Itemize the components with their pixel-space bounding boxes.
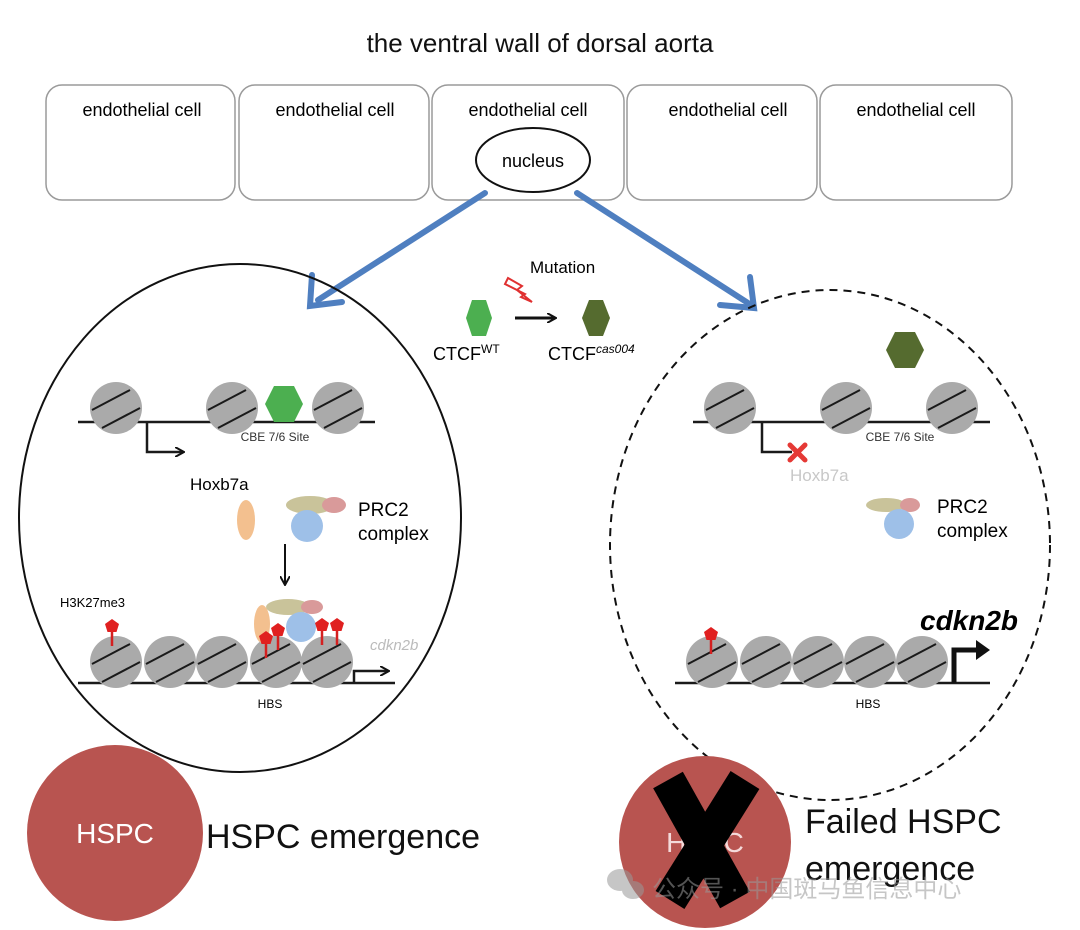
nucleosome: [703, 381, 757, 435]
blocked-x-icon: [787, 442, 808, 463]
prc2-subunit: [291, 510, 323, 542]
hbs-label: HBS: [258, 697, 283, 711]
cdkn2b-arrowhead: [976, 640, 990, 660]
nucleosome: [819, 381, 873, 435]
prc2-label: PRC2: [358, 500, 409, 521]
wildtype-circle: [18, 263, 462, 773]
watermark: 公众号 · 中国斑马鱼信息中心: [607, 869, 961, 903]
arrow-left-head: [306, 272, 345, 310]
nucleosome: [791, 635, 845, 689]
ctcf-mutant-label: CTCFcas004: [548, 342, 635, 364]
cdkn2b-promoter-arrow: [352, 671, 388, 683]
cell-label: endothelial cell: [82, 100, 201, 120]
nucleosome: [311, 381, 365, 435]
lightning-icon: [503, 276, 533, 303]
ctcf-mutant-hexagon: [582, 300, 610, 336]
endothelial-cell: [626, 84, 818, 201]
wildtype-panel: CBE 7/6 Site Hoxb7a PRC2 complex H3K27me…: [18, 263, 462, 773]
mutation-legend: Mutation CTCFWT CTCFcas004: [433, 258, 635, 364]
outcome-label: Failed HSPC: [805, 803, 1002, 841]
cell-label: endothelial cell: [668, 100, 787, 120]
hspc-circle: [27, 745, 203, 921]
cell-label: endothelial cell: [275, 100, 394, 120]
cdkn2b-promoter-arrow: [951, 647, 978, 683]
hspc-outcome: HSPC HSPC emergence: [27, 745, 480, 921]
arrow-left: [315, 190, 488, 303]
nucleosome: [195, 635, 249, 689]
nucleosome: [205, 381, 259, 435]
ctcf-wt-hexagon: [466, 300, 492, 336]
h3k27me3-label: H3K27me3: [60, 595, 125, 610]
nucleosome: [89, 635, 143, 689]
nucleosome: [895, 635, 949, 689]
prc2-subunit: [266, 599, 310, 615]
cell-label: endothelial cell: [468, 100, 587, 120]
endothelial-cell: [819, 84, 1013, 201]
watermark-text: 公众号 · 中国斑马鱼信息中心: [652, 876, 961, 903]
hoxb7a-label: Hoxb7a: [790, 466, 849, 485]
page-title: the ventral wall of dorsal aorta: [367, 28, 714, 58]
cell-label: endothelial cell: [856, 100, 975, 120]
hbs-label: HBS: [856, 697, 881, 711]
ctcf-mutant-unbound: [886, 332, 924, 368]
nucleus-label: nucleus: [502, 151, 564, 171]
mutation-label: Mutation: [530, 258, 595, 277]
endothelial-cells: endothelial cell endothelial cell endoth…: [45, 84, 1013, 201]
site-label: CBE 7/6 Site: [866, 430, 935, 444]
endothelial-cell: [45, 84, 236, 201]
outcome-label: emergence: [805, 850, 975, 888]
hoxb7a-label: Hoxb7a: [190, 475, 249, 494]
arrow-right-head: [717, 274, 758, 312]
mutant-circle: [609, 289, 1051, 801]
prc2-label: PRC2: [937, 497, 988, 518]
mutant-panel: CBE 7/6 Site Hoxb7a PRC2 complex cdkn2b …: [609, 289, 1051, 801]
hoxb7a-protein: [237, 500, 255, 540]
nucleosome: [739, 635, 793, 689]
endothelial-cell: [238, 84, 430, 201]
ctcf-wt-label: CTCFWT: [433, 342, 500, 364]
nucleosome: [143, 635, 197, 689]
prc2-subunit: [322, 497, 346, 513]
nucleosome: [249, 635, 303, 689]
wechat-icon: [607, 869, 644, 899]
prc2-label: complex: [358, 524, 429, 545]
nucleus: [475, 127, 591, 193]
prc2-label: complex: [937, 521, 1008, 542]
nucleosome: [89, 381, 143, 435]
hspc-circle-label: HSPC: [76, 818, 154, 849]
nucleosome: [300, 635, 354, 689]
arrow-right: [574, 190, 751, 306]
outcome-label: HSPC emergence: [206, 818, 480, 856]
nucleosome: [925, 381, 979, 435]
failed-hspc-outcome: HSPC Failed HSPC emergence: [619, 756, 1002, 928]
nucleosome: [843, 635, 897, 689]
cdkn2b-label: cdkn2b: [370, 637, 418, 654]
prc2-subunit: [286, 612, 316, 642]
failed-x-icon: [653, 770, 760, 910]
prc2-subunit: [286, 496, 334, 514]
hoxb7a-promoter-arrow: [145, 422, 183, 452]
cdkn2b-label: cdkn2b: [920, 605, 1018, 636]
ctcf-wt-bound: [265, 386, 303, 422]
hoxb7a-promoter-arrow: [760, 422, 792, 454]
prc2-subunit: [866, 498, 906, 512]
prc2-subunit: [301, 600, 323, 614]
blue-arrows: [306, 190, 758, 312]
prc2-subunit: [884, 509, 914, 539]
site-label: CBE 7/6 Site: [241, 430, 310, 444]
prc2-subunit: [900, 498, 920, 512]
